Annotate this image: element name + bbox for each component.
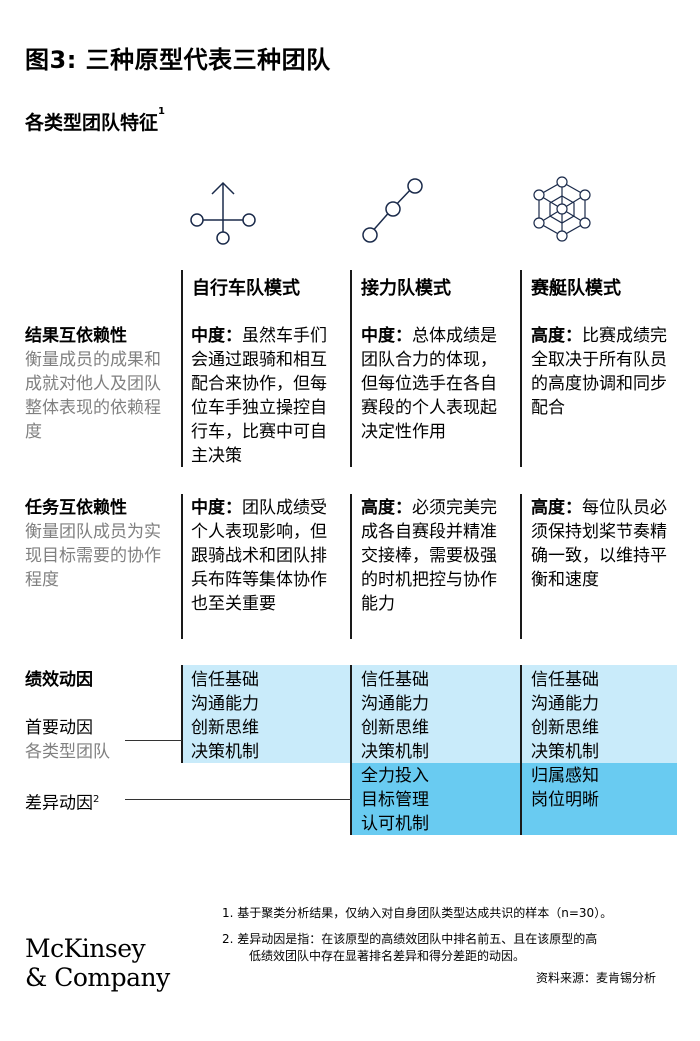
column-divider	[350, 270, 352, 467]
cell-outcome-rowing: 高度：比赛成绩完全取决于所有队员的高度协调和同步配合	[531, 324, 677, 420]
primary-drivers-rowing: 信任基础 沟通能力 创新思维 决策机制	[531, 670, 599, 762]
logo-line-1: McKinsey	[25, 934, 146, 963]
rowing-team-icon	[533, 176, 591, 242]
row-title-outcome: 结果互依赖性	[25, 326, 127, 346]
differential-drivers-relay: 全力投入 目标管理 认可机制	[361, 766, 429, 834]
level-label: 中度：	[191, 498, 242, 518]
page-subtitle: 各类型团队特征1	[25, 106, 165, 135]
column-header-relay: 接力队模式	[361, 278, 451, 299]
primary-driver-desc: 各类型团队	[25, 742, 110, 762]
column-divider	[181, 665, 183, 763]
cell-text: 团队成绩受个人表现影响，但跟骑战术和团队排兵布阵等集体协作也至关重要	[191, 498, 327, 614]
differential-drivers-rowing: 归属感知 岗位明晰	[531, 766, 599, 810]
differential-driver-connector	[125, 799, 351, 800]
column-divider	[350, 494, 352, 639]
differential-driver-title: 差异动因	[25, 793, 93, 814]
column-divider	[520, 270, 522, 467]
mckinsey-logo: McKinsey & Company	[25, 934, 170, 992]
subtitle-footnote-mark: 1	[158, 106, 165, 117]
column-divider	[181, 494, 183, 639]
primary-drivers-bicycle: 信任基础 沟通能力 创新思维 决策机制	[191, 670, 259, 762]
differential-driver-band	[351, 763, 677, 835]
cell-outcome-relay: 中度：总体成绩是团队合力的体现，但每位选手在各自赛段的个人表现起决定性作用	[361, 324, 507, 444]
differential-footnote-mark: 2	[93, 794, 100, 805]
primary-drivers-relay: 信任基础 沟通能力 创新思维 决策机制	[361, 670, 429, 762]
logo-line-2: & Company	[25, 963, 170, 992]
footnote-1: 1. 基于聚类分析结果，仅纳入对自身团队类型达成共识的样本（n=30）。	[222, 906, 613, 920]
column-divider	[520, 665, 522, 835]
drivers-title: 绩效动因	[25, 670, 93, 690]
column-divider	[350, 665, 352, 835]
subtitle-text: 各类型团队特征	[25, 112, 159, 134]
row-desc-outcome: 衡量成员的成果和成就对他人及团队整体表现的依赖程度	[25, 350, 161, 442]
differential-driver-label: 差异动因2	[25, 788, 175, 816]
primary-driver-label: 首要动因 各类型团队	[25, 716, 175, 764]
column-divider	[181, 270, 183, 467]
column-header-rowing: 赛艇队模式	[531, 278, 621, 299]
level-label: 高度：	[531, 326, 582, 346]
column-header-bicycle: 自行车队模式	[192, 278, 300, 299]
level-label: 中度：	[191, 326, 242, 346]
cell-outcome-bicycle: 中度：虽然车手们会通过跟骑和相互配合来协作，但每位车手独立操控自行车，比赛中可自…	[191, 324, 339, 468]
footnote-2-cont: 低绩效团队中存在显著排名差异和得分差距的动因。	[249, 949, 526, 963]
drivers-label: 绩效动因	[25, 668, 175, 692]
row-label-outcome: 结果互依赖性 衡量成员的成果和成就对他人及团队整体表现的依赖程度	[25, 324, 175, 444]
cell-text: 必须完美完成各自赛段并精准交接棒，需要极强的时机把控与协作能力	[361, 498, 497, 614]
cell-text: 每位队员必须保持划桨节奏精确一致，以维持平衡和速度	[531, 498, 667, 590]
source-note: 资料来源：麦肯锡分析	[536, 971, 657, 985]
cell-task-relay: 高度：必须完美完成各自赛段并精准交接棒，需要极强的时机把控与协作能力	[361, 496, 507, 616]
footnote-2: 2. 差异动因是指：在该原型的高绩效团队中排名前五、且在该原型的高	[222, 932, 598, 946]
row-title-task: 任务互依赖性	[25, 498, 127, 518]
level-label: 高度：	[531, 498, 582, 518]
relay-team-icon	[362, 178, 423, 243]
primary-driver-connector	[125, 740, 182, 741]
row-desc-task: 衡量团队成员为实现目标需要的协作程度	[25, 522, 161, 590]
cell-text: 总体成绩是团队合力的体现，但每位选手在各自赛段的个人表现起决定性作用	[361, 326, 497, 442]
page-title: 图3: 三种原型代表三种团队	[25, 46, 331, 74]
cell-task-bicycle: 中度：团队成绩受个人表现影响，但跟骑战术和团队排兵布阵等集体协作也至关重要	[191, 496, 339, 616]
bicycle-team-icon	[190, 181, 256, 245]
level-label: 中度：	[361, 326, 412, 346]
column-divider	[520, 494, 522, 639]
cell-text: 虽然车手们会通过跟骑和相互配合来协作，但每位车手独立操控自行车，比赛中可自主决策	[191, 326, 327, 466]
primary-driver-band	[182, 665, 677, 763]
row-label-task: 任务互依赖性 衡量团队成员为实现目标需要的协作程度	[25, 496, 175, 592]
cell-task-rowing: 高度：每位队员必须保持划桨节奏精确一致，以维持平衡和速度	[531, 496, 677, 592]
cell-text: 比赛成绩完全取决于所有队员的高度协调和同步配合	[531, 326, 667, 418]
primary-driver-title: 首要动因	[25, 718, 93, 738]
level-label: 高度：	[361, 498, 412, 518]
